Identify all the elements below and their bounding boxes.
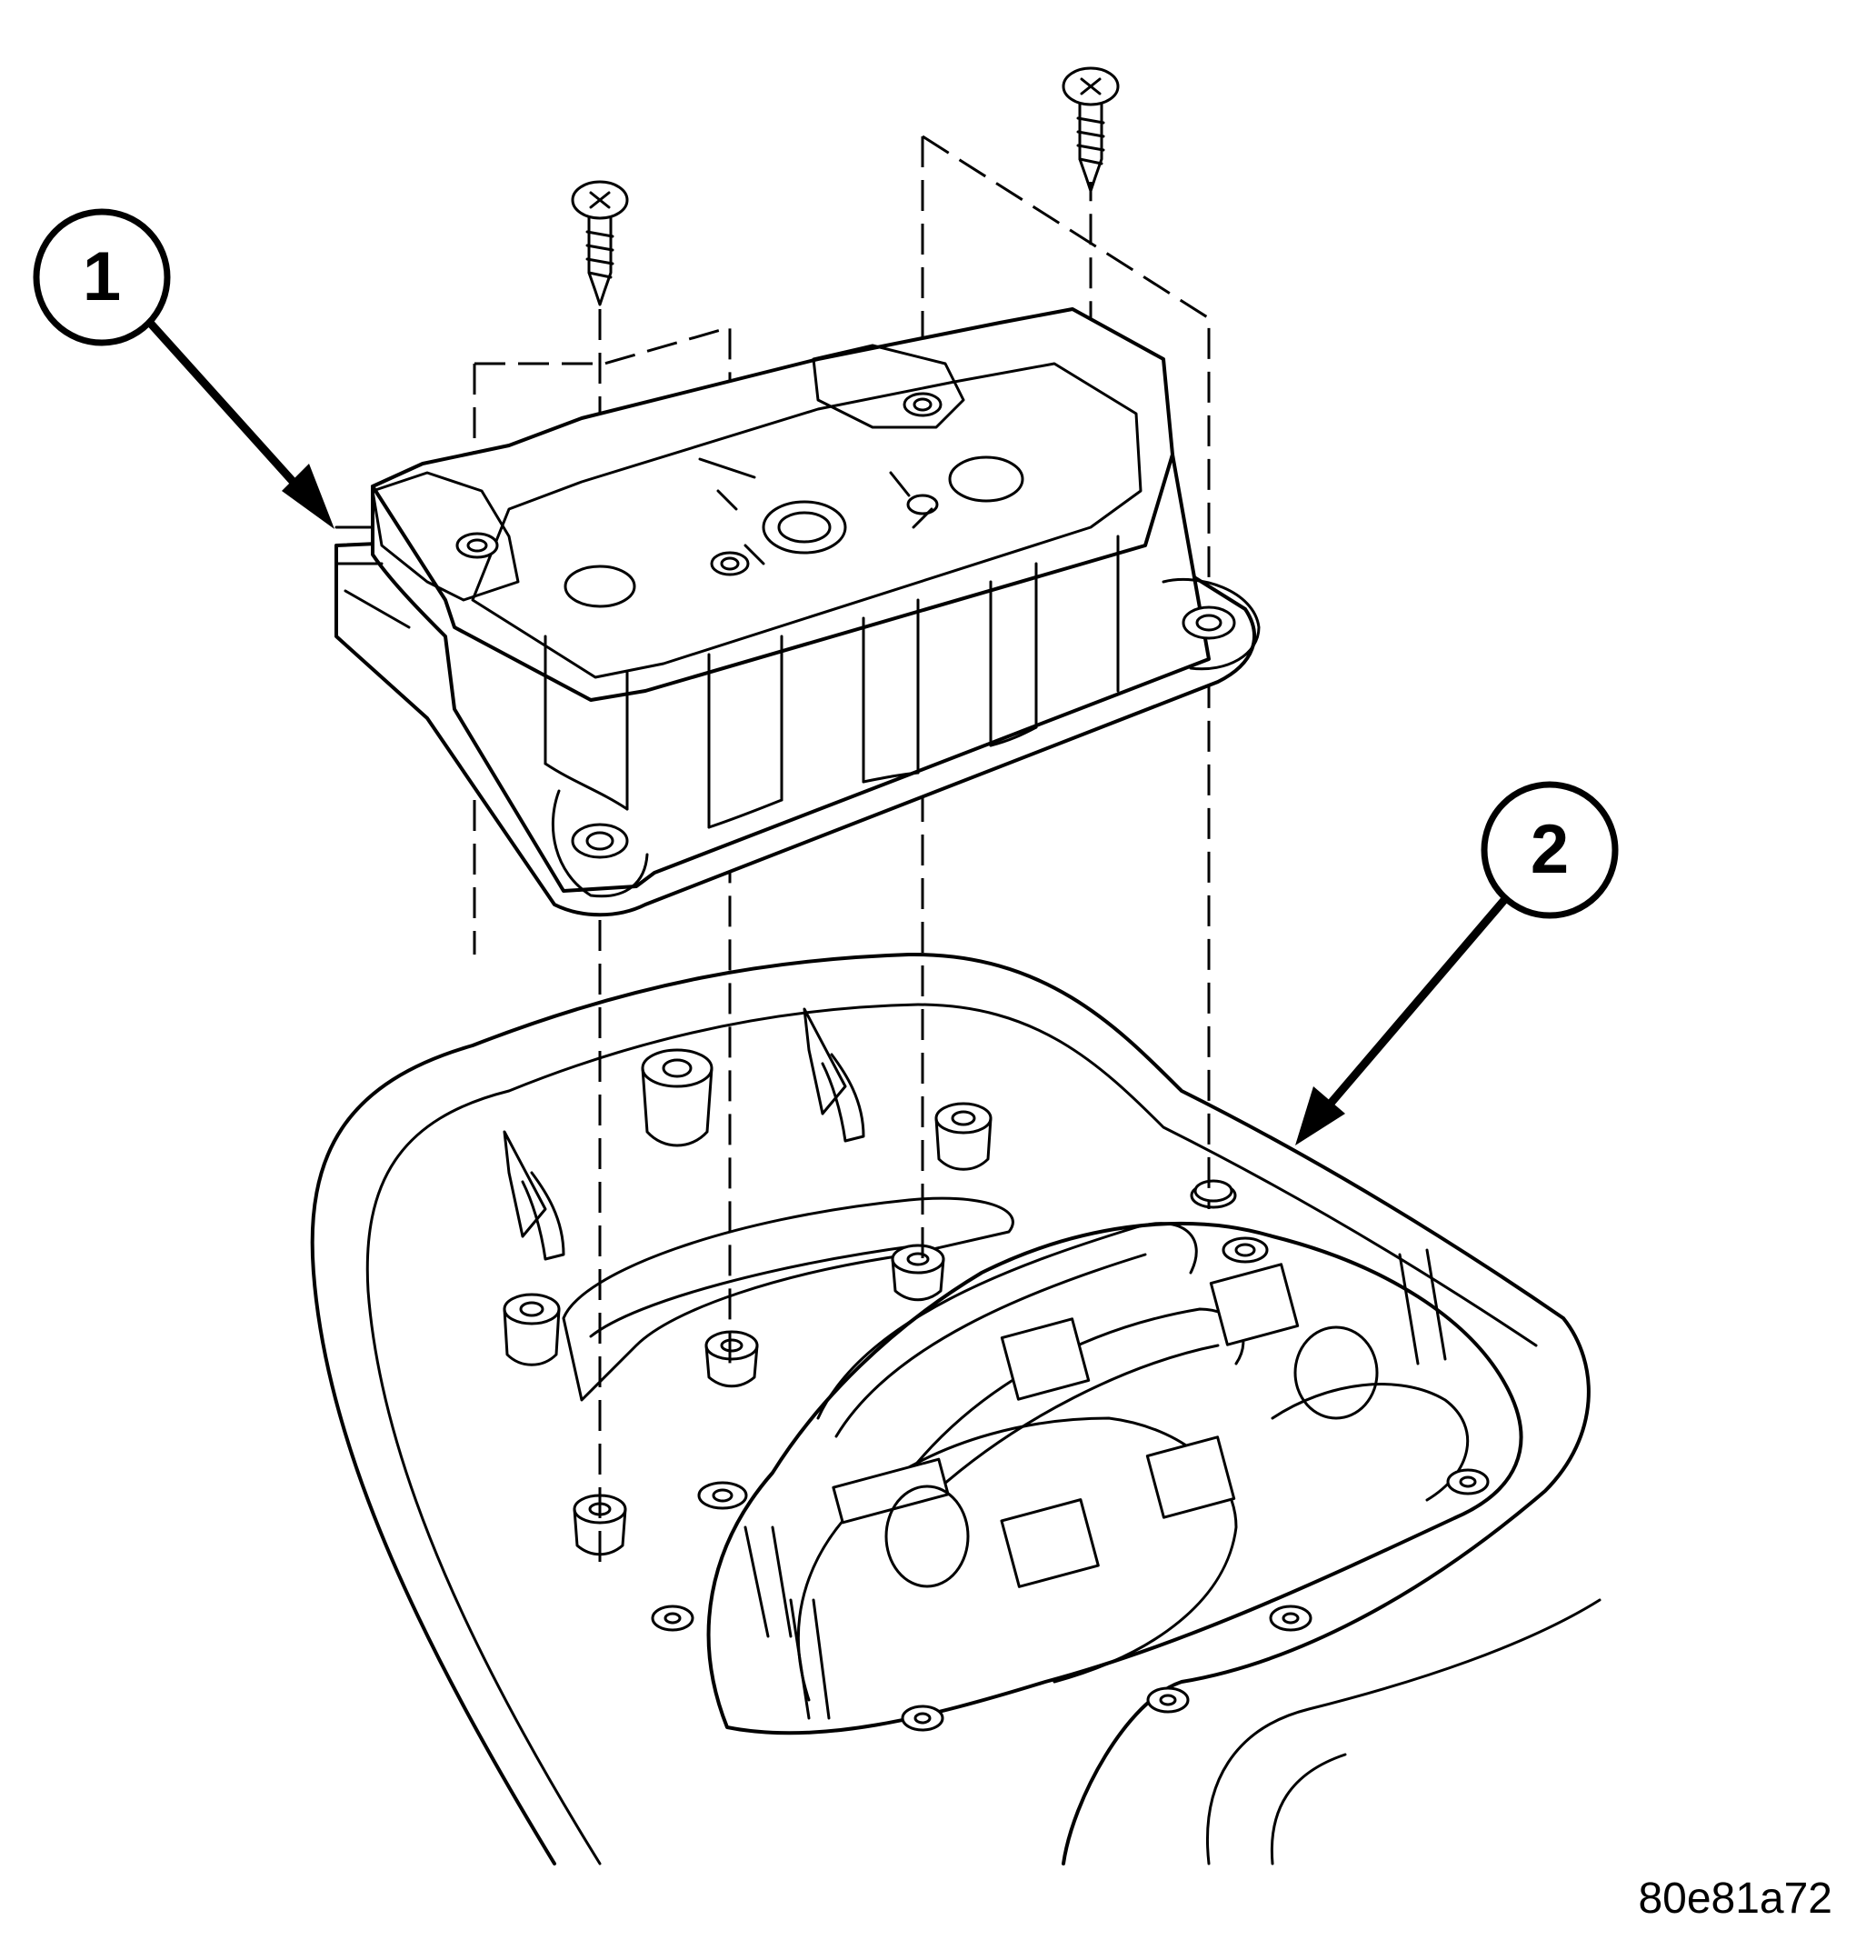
- figure-code: 80e81a72: [1638, 1875, 1832, 1923]
- callout-1: [33, 208, 334, 529]
- screw-right: [1062, 66, 1120, 193]
- callout-2: [1295, 781, 1619, 1145]
- screw-left: [571, 180, 629, 306]
- callout-2-label: 2: [1530, 811, 1570, 888]
- mounting-console: [310, 952, 1602, 1865]
- callout-1-label: 1: [82, 238, 122, 315]
- control-module: [334, 307, 1261, 917]
